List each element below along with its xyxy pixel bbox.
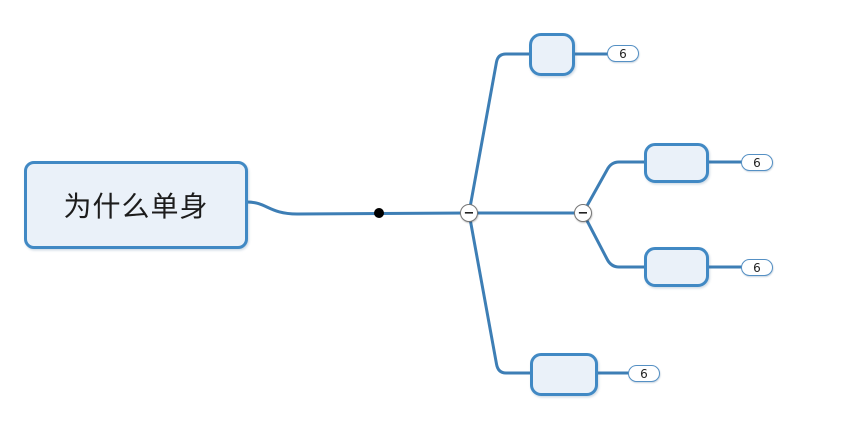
minus-icon: −: [463, 205, 475, 221]
branch-node-bottom[interactable]: [530, 353, 598, 396]
child-count-badge-top[interactable]: 6: [607, 45, 639, 62]
connector-sub-right-bottom: [581, 211, 647, 269]
collapse-button-main[interactable]: −: [460, 204, 478, 222]
child-count-value: 6: [753, 155, 761, 170]
connector-hub-bottom: [467, 211, 532, 375]
collapse-button-right[interactable]: −: [574, 204, 592, 222]
root-topic-node[interactable]: 为什么单身: [24, 161, 248, 249]
branch-node-top[interactable]: [529, 33, 575, 76]
child-count-badge-right-top[interactable]: 6: [741, 154, 773, 171]
connector-root-hub: [245, 200, 471, 216]
branch-node-right-bottom[interactable]: [644, 247, 709, 287]
child-count-value: 6: [619, 46, 627, 61]
connector-dot: [374, 208, 384, 218]
minus-icon: −: [577, 205, 589, 221]
child-count-badge-right-bottom[interactable]: 6: [741, 259, 773, 276]
child-count-value: 6: [753, 260, 761, 275]
connector-sub-right-top: [581, 160, 647, 215]
connector-hub-top: [467, 52, 532, 215]
branch-node-right-top[interactable]: [644, 143, 709, 183]
child-count-value: 6: [640, 366, 648, 381]
child-count-badge-bottom[interactable]: 6: [628, 365, 660, 382]
root-topic-label: 为什么单身: [63, 190, 209, 223]
